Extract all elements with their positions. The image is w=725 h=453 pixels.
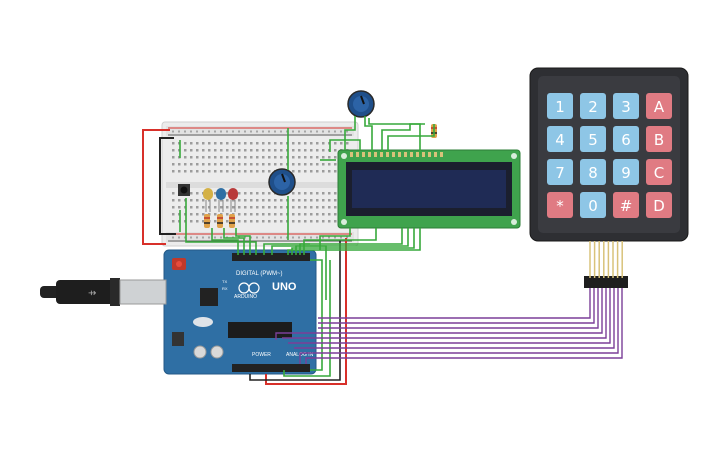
- led-yellow: [203, 188, 213, 212]
- keypad-key-label: *: [556, 197, 564, 215]
- arduino-brand: ARDUINO: [234, 294, 257, 300]
- pushbutton: [178, 184, 190, 196]
- keypad-ribbon: [584, 241, 628, 288]
- keypad-key-label: 3: [621, 98, 631, 116]
- power-label: POWER: [252, 352, 271, 358]
- rx-label: RX: [222, 286, 228, 291]
- keypad-key-b[interactable]: B: [646, 126, 672, 152]
- keypad-key-label: 5: [588, 131, 598, 149]
- keypad-key-hash[interactable]: #: [613, 192, 639, 218]
- keypad-key-4[interactable]: 4: [547, 126, 573, 152]
- keypad-key-star[interactable]: *: [547, 192, 573, 218]
- digital-label: DIGITAL (PWM~): [236, 271, 283, 277]
- keypad-key-a[interactable]: A: [646, 93, 672, 119]
- keypad-key-0[interactable]: 0: [580, 192, 606, 218]
- keypad-key-5[interactable]: 5: [580, 126, 606, 152]
- keypad-key-c[interactable]: C: [646, 159, 672, 185]
- keypad-key-label: 6: [621, 131, 631, 149]
- lcd-16x2-module: [337, 149, 521, 229]
- keypad-key-label: 2: [588, 98, 598, 116]
- keypad-key-label: 0: [588, 197, 598, 215]
- tx-label: TX: [222, 279, 227, 284]
- led-group: [203, 188, 238, 212]
- keypad-key-label: A: [654, 98, 665, 116]
- breadboard: [161, 121, 359, 247]
- keypad-key-label: 1: [555, 98, 565, 116]
- keypad-key-label: 4: [555, 131, 565, 149]
- lcd-screen: [352, 170, 506, 208]
- keypad-key-3[interactable]: 3: [613, 93, 639, 119]
- wires-red-black: [142, 129, 347, 385]
- keypad-key-1[interactable]: 1: [547, 93, 573, 119]
- usb-cable: ⇸: [40, 278, 167, 306]
- potentiometer-contrast: [347, 90, 375, 118]
- keypad-key-7[interactable]: 7: [547, 159, 573, 185]
- resistor-group: [204, 124, 437, 228]
- keypad-key-label: B: [654, 131, 664, 149]
- keypad-key-label: 8: [588, 164, 598, 182]
- wires-purple: [275, 286, 623, 364]
- keypad-key-8[interactable]: 8: [580, 159, 606, 185]
- uno-label: UNO: [272, 281, 297, 293]
- keypad-key-6[interactable]: 6: [613, 126, 639, 152]
- potentiometer-breadboard: [268, 168, 296, 196]
- keypad-key-label: C: [654, 164, 664, 182]
- lcd-pins: [350, 152, 443, 157]
- usb-icon: ⇸: [88, 288, 96, 299]
- led-red: [228, 188, 238, 212]
- led-blue: [216, 188, 226, 212]
- keypad-key-label: 9: [621, 164, 631, 182]
- keypad-key-label: D: [653, 197, 665, 215]
- keypad-key-label: #: [620, 197, 633, 215]
- arduino-uno-board: DIGITAL (PWM~) UNO ARDUINO TX RX POWER A…: [163, 249, 317, 375]
- keypad-key-label: 7: [555, 164, 565, 182]
- keypad-key-2[interactable]: 2: [580, 93, 606, 119]
- keypad-key-9[interactable]: 9: [613, 159, 639, 185]
- keypad-4x4: 1 2 3 A 4 5 6 B 7 8 9 C * 0 # D: [529, 67, 689, 288]
- keypad-key-d[interactable]: D: [646, 192, 672, 218]
